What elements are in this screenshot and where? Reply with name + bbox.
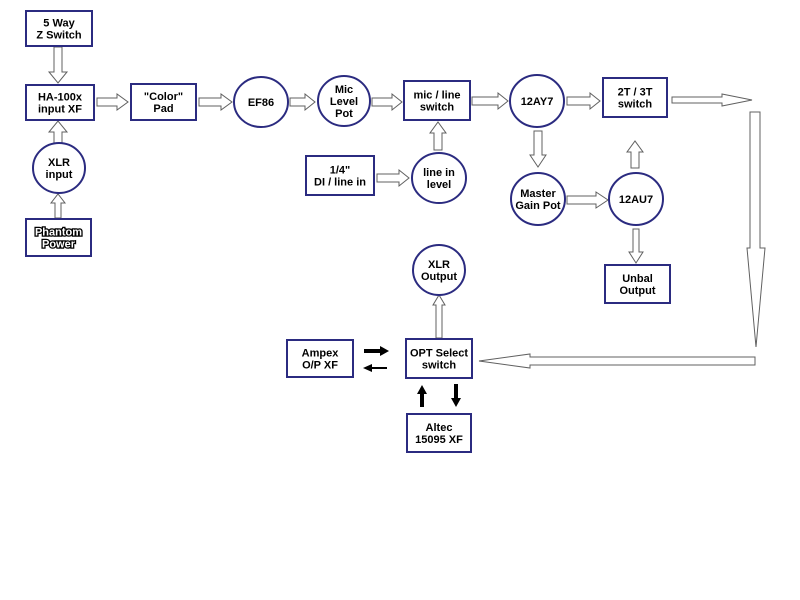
arrow-optselect-to-ampex bbox=[363, 364, 387, 372]
arrow-xlrinput-to-ha100x bbox=[47, 120, 69, 144]
arrow-zswitch-to-ha100x bbox=[47, 46, 69, 84]
arrow-optselect-to-xlroutput bbox=[432, 294, 446, 339]
arrow-quarterinch-to-linelevel bbox=[376, 168, 410, 188]
node-12au7: 12AU7 bbox=[608, 172, 664, 226]
node-label: 1/4"DI / line in bbox=[314, 165, 366, 189]
node-label: EF86 bbox=[248, 97, 274, 109]
arrow-ampex-to-optselect bbox=[364, 346, 389, 356]
arrow-ef86-to-miclevel bbox=[289, 92, 316, 112]
arrow-mastergain-to-12au7 bbox=[566, 191, 609, 209]
arrow-right-downward bbox=[746, 111, 766, 348]
arrow-ha100x-to-colorpad bbox=[96, 93, 129, 111]
arrow-altec-to-optselect bbox=[417, 385, 427, 407]
arrow-12ay7-to-2t3t bbox=[566, 91, 601, 111]
hollow-arrows bbox=[47, 46, 766, 369]
node-ef86: EF86 bbox=[233, 76, 289, 128]
solid-arrows bbox=[363, 346, 461, 407]
arrow-miclevel-to-switch bbox=[371, 92, 403, 112]
arrow-12ay7-to-mastergain bbox=[529, 130, 547, 168]
node-label: 12AU7 bbox=[619, 194, 653, 206]
node-12ay7: 12AY7 bbox=[509, 74, 565, 128]
arrow-optselect-to-altec bbox=[451, 384, 461, 407]
node-label: "Color"Pad bbox=[144, 91, 183, 115]
arrow-colorpad-to-ef86 bbox=[198, 93, 233, 111]
arrow-2t3t-to-right bbox=[671, 93, 753, 107]
node-quarter-inch: 1/4"DI / line in bbox=[305, 155, 375, 196]
node-color-pad: "Color"Pad bbox=[130, 83, 197, 121]
arrow-phantom-to-xlrinput bbox=[49, 193, 67, 219]
arrow-to-opt-select bbox=[478, 353, 756, 369]
arrow-12au7-to-unbal bbox=[628, 228, 644, 264]
arrow-linelevel-to-switch bbox=[429, 121, 447, 151]
arrow-switch-to-12ay7 bbox=[471, 91, 509, 111]
node-label: 12AY7 bbox=[521, 96, 554, 108]
arrow-12au7-to-2t3t bbox=[626, 140, 644, 169]
